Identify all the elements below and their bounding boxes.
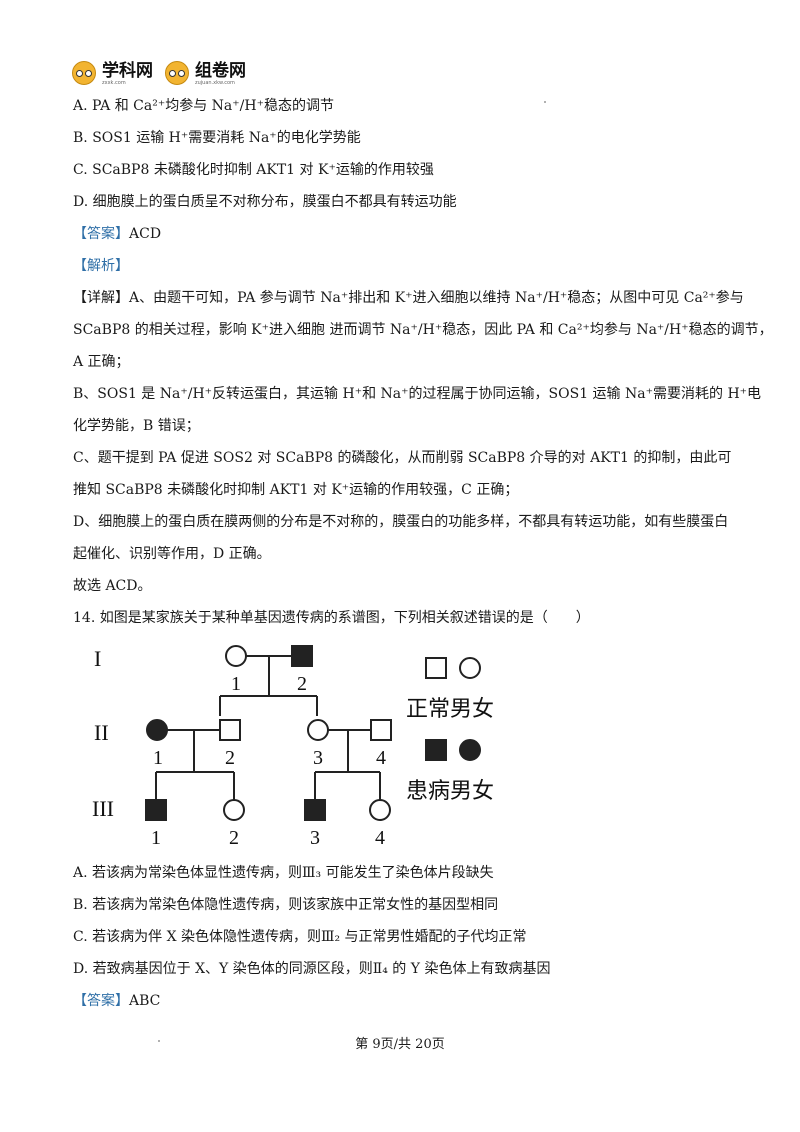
logo-mascot-icon [72,61,96,85]
q14-stem: 14. 如图是某家族关于某种单基因遗传病的系谱图，下列相关叙述错误的是（ ） [73,610,590,626]
ii3-normal-female-icon [307,719,329,741]
logo-xuekewang: 学科网 [102,60,153,81]
legend-normal-label: 正常男女 [406,697,494,722]
q14-option-d: D. 若致病基因位于 X、Y 染色体的同源区段，则Ⅱ₄ 的 Y 染色体上有致病基… [73,961,551,977]
pedigree-chart: I II III [92,645,494,849]
detail-line-6: C、题干提到 PA 促进 SOS2 对 SCaBP8 的磷酸化，从而削弱 SCa… [73,450,732,466]
legend-affected-male-icon [425,739,447,761]
detail-line-10: 故选 ACD。 [73,578,152,594]
ii2-number: 2 [225,747,235,769]
answer-tag: 【答案】 [73,226,129,242]
site-logo: 学科网 zxxk.com 组卷网 zujuan.xkw.com [72,60,246,86]
iii4-number: 4 [375,827,385,849]
analysis-tag: 【解析】 [73,258,129,274]
answer-value: ABC [129,993,161,1009]
gen-label-2: II [94,720,109,745]
logo-xuekewang-sub: zxxk.com [102,79,126,86]
ii3-number: 3 [313,747,323,769]
q13-option-a: A. PA 和 Ca²⁺均参与 Na⁺/H⁺稳态的调节 [73,98,334,114]
logo-zujuanwang: 组卷网 [195,60,246,81]
legend-affected-female-icon [459,739,481,761]
detail-line-8: D、细胞膜上的蛋白质在膜两侧的分布是不对称的，膜蛋白的功能多样，不都具有转运功能… [73,514,729,530]
legend-affected-label: 患病男女 [406,779,494,804]
logo-zujuanwang-sub: zujuan.xkw.com [195,79,235,86]
speck [544,101,546,103]
i1-number: 1 [231,673,241,695]
iii1-number: 1 [151,827,161,849]
ii1-affected-female-icon [146,719,168,741]
iii2-number: 2 [229,827,239,849]
logo-mascot2-icon [165,61,189,85]
i1-normal-female-icon [225,645,247,667]
iii3-number: 3 [310,827,320,849]
q14-option-a: A. 若该病为常染色体显性遗传病，则Ⅲ₃ 可能发生了染色体片段缺失 [73,865,494,881]
iii3-affected-male-icon [304,799,326,821]
iii4-normal-female-icon [369,799,391,821]
answer-tag: 【答案】 [73,993,129,1009]
i2-number: 2 [297,673,307,695]
page-footer: 第 9页/共 20页 [355,1037,445,1052]
q14-option-b: B. 若该病为常染色体隐性遗传病，则该家族中正常女性的基因型相同 [73,897,499,913]
speck [158,1040,160,1042]
gen-label-3: III [92,796,114,821]
iii2-normal-female-icon [223,799,245,821]
detail-line-1: 【详解】A、由题干可知，PA 参与调节 Na⁺排出和 K⁺进入细胞以维持 Na⁺… [73,290,744,306]
detail-line-9: 起催化、识别等作用，D 正确。 [73,546,271,562]
i2-affected-male-icon [291,645,313,667]
q14-option-c: C. 若该病为伴 X 染色体隐性遗传病，则Ⅲ₂ 与正常男性婚配的子代均正常 [73,929,527,945]
q13-answer: 【答案】ACD [73,224,161,244]
detail-line-7: 推知 SCaBP8 未磷酸化时抑制 AKT1 对 K⁺运输的作用较强，C 正确； [73,482,519,498]
iii1-affected-male-icon [145,799,167,821]
q13-option-d: D. 细胞膜上的蛋白质呈不对称分布，膜蛋白不都具有转运功能 [73,194,457,210]
detail-line-3: A 正确； [73,354,130,370]
legend-normal-male-icon [425,657,447,679]
answer-value: ACD [129,226,162,242]
q14-answer: 【答案】ABC [73,991,160,1011]
ii4-number: 4 [376,747,386,769]
detail-tag: 【详解】 [73,290,129,306]
ii1-number: 1 [153,747,163,769]
detail-line-2: SCaBP8 的相关过程，影响 K⁺进入细胞 进而调节 Na⁺/H⁺稳态，因此 … [73,322,773,338]
detail-line-4: B、SOS1 是 Na⁺/H⁺反转运蛋白，其运输 H⁺和 Na⁺的过程属于协同运… [73,386,762,402]
ii4-normal-male-icon [370,719,392,741]
detail-line-5: 化学势能，B 错误； [73,418,200,434]
ii2-normal-male-icon [219,719,241,741]
gen-label-1: I [94,646,101,671]
q13-option-c: C. SCaBP8 未磷酸化时抑制 AKT1 对 K⁺运输的作用较强 [73,162,434,178]
q13-option-b: B. SOS1 运输 H⁺需要消耗 Na⁺的电化学势能 [73,130,361,146]
legend-normal-female-icon [459,657,481,679]
